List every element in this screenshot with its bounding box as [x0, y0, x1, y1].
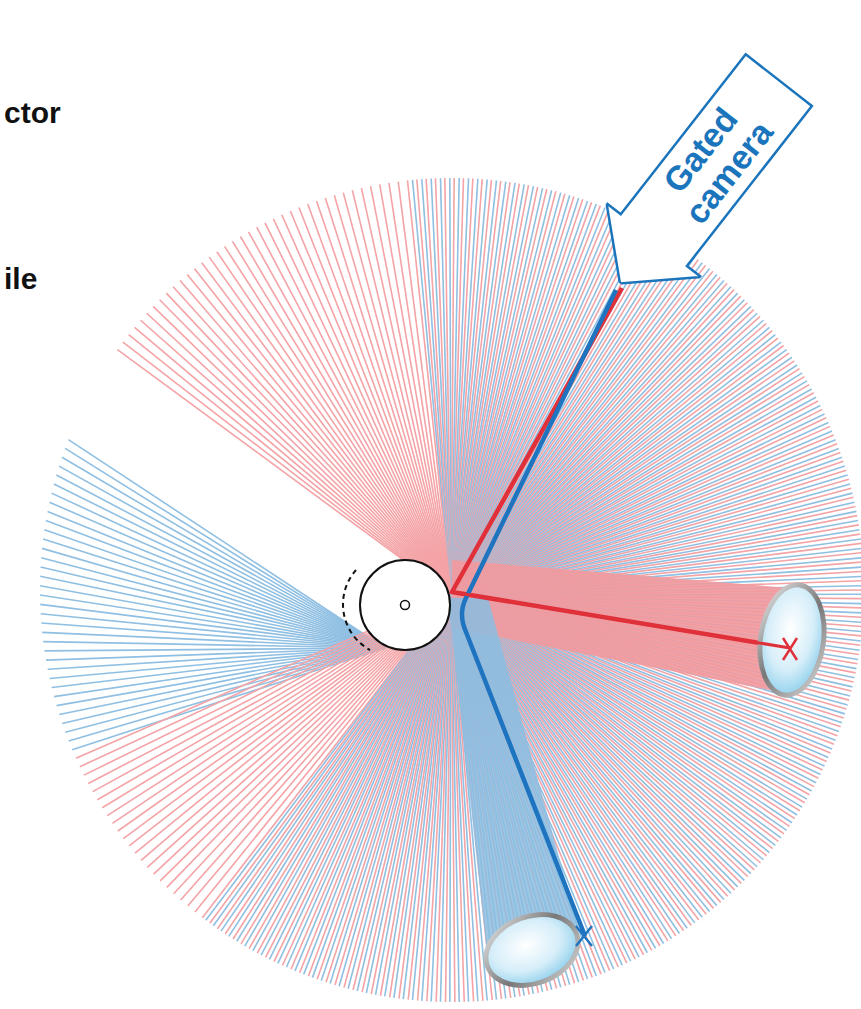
ray-line — [40, 586, 385, 648]
ray-line — [440, 595, 451, 1002]
ray-line — [129, 335, 451, 595]
ray-line — [451, 179, 473, 595]
red-x-mark — [783, 638, 797, 660]
ray-line — [40, 604, 385, 648]
ray-fan — [40, 178, 861, 1002]
red-ray-path — [452, 288, 790, 648]
ray-line — [225, 246, 451, 595]
bottom-lens — [473, 899, 592, 1001]
blue-ray-end — [466, 632, 585, 936]
ray-line — [173, 287, 451, 595]
ray-line — [427, 595, 451, 1001]
red-ray-end — [452, 592, 790, 648]
ray-line — [194, 268, 451, 595]
blue-ray-path — [462, 290, 616, 936]
blue-beam — [448, 598, 578, 962]
partial-heading: ile — [4, 262, 37, 296]
ray-line — [282, 215, 451, 595]
ray-line — [451, 180, 487, 595]
ray-line — [325, 198, 451, 595]
ray-line — [52, 493, 385, 648]
ray-line — [436, 595, 451, 1002]
ray-line — [431, 595, 451, 1001]
ray-line — [153, 306, 451, 595]
ray-line — [69, 648, 385, 741]
ray-line — [123, 342, 451, 595]
ray-line — [408, 595, 451, 1000]
partial-heading: ctor — [4, 96, 61, 130]
ray-line — [117, 350, 451, 595]
ray-line — [46, 521, 385, 648]
object-center — [401, 601, 410, 610]
ray-line — [202, 263, 451, 595]
ray-line — [187, 274, 451, 595]
ray-line — [68, 440, 385, 648]
ray-line — [40, 595, 385, 648]
ray-line — [135, 327, 451, 595]
ray-line — [240, 236, 451, 595]
ray-line — [232, 241, 451, 595]
ray-line — [265, 223, 451, 595]
ray-line — [451, 179, 478, 595]
ray-line — [65, 448, 385, 648]
ray-line — [40, 576, 385, 648]
ray-line — [180, 280, 451, 595]
right-lens — [750, 578, 833, 702]
ray-line — [217, 252, 451, 595]
ray-line — [43, 642, 385, 648]
ray-line — [42, 548, 385, 648]
ray-line — [160, 300, 451, 595]
object-circle — [360, 560, 450, 650]
ray-line — [273, 219, 451, 595]
blue-x-mark — [576, 926, 592, 946]
arrow-shape — [573, 43, 826, 320]
ray-line — [41, 567, 385, 648]
ray-line — [451, 178, 469, 595]
ray-line — [446, 595, 451, 1002]
ray-line — [41, 614, 385, 648]
ray-line — [362, 595, 451, 992]
ray-line — [41, 623, 385, 648]
ray-line — [451, 178, 459, 595]
ray-line — [141, 320, 451, 595]
ray-line — [209, 257, 451, 595]
ray-line — [451, 178, 464, 595]
